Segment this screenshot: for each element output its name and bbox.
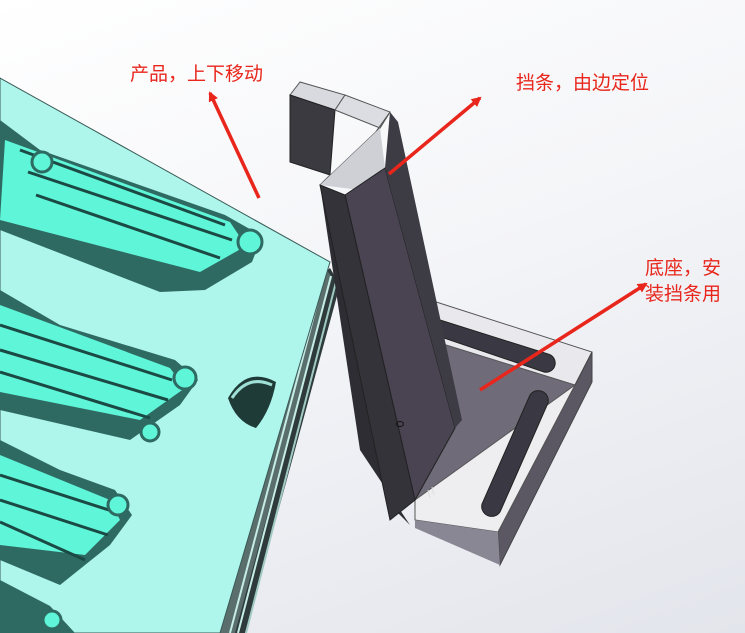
annotation-arrows: [208, 91, 648, 392]
arrow-to-stopper: [387, 96, 482, 176]
base-block: [414, 299, 593, 567]
pocket: [0, 290, 198, 443]
label-base-line2: 装挡条用: [645, 283, 722, 305]
product-plate: [0, 77, 340, 633]
stopper-bar: [289, 81, 462, 525]
arrow-to-base: [479, 282, 648, 392]
arrow-to-product: [208, 91, 261, 199]
label-product: 产品，上下移动: [130, 63, 264, 85]
label-stopper: 挡条，由边定位: [516, 72, 650, 94]
label-base-line1: 底座，安: [645, 257, 722, 279]
pocket: [0, 120, 264, 292]
pocket: [0, 440, 132, 585]
